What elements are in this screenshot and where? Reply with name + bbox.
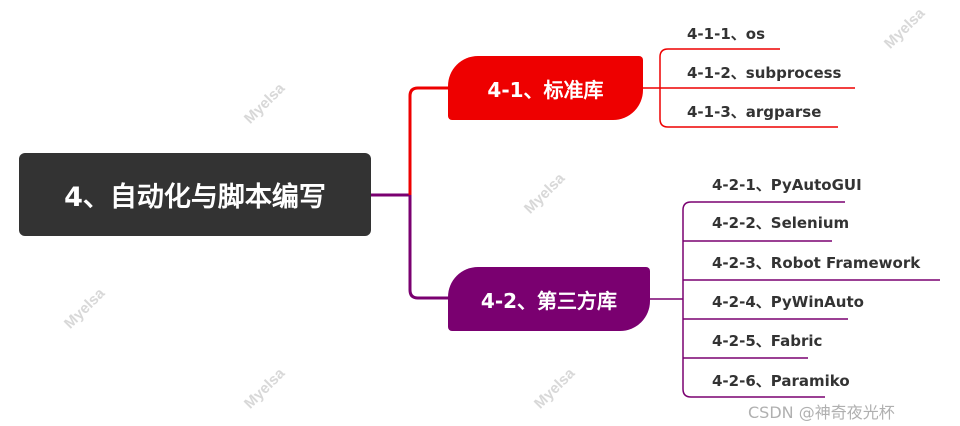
branch-node-standard-library[interactable]: 4-1、标准库 (448, 56, 643, 120)
credit-text: CSDN @神奇夜光杯 (748, 403, 895, 422)
leaf-node[interactable]: 4-1-1、os (687, 25, 765, 43)
leaf-node[interactable]: 4-1-2、subprocess (687, 64, 842, 82)
branch-node-third-party-library[interactable]: 4-2、第三方库 (448, 267, 650, 331)
leaf-node[interactable]: 4-2-3、Robot Framework (712, 254, 921, 272)
leaf-node[interactable]: 4-2-5、Fabric (712, 332, 823, 350)
root-node[interactable]: 4、自动化与脚本编写 (19, 153, 371, 236)
leaf-node[interactable]: 4-2-1、PyAutoGUI (712, 176, 862, 194)
leaf-node[interactable]: 4-2-2、Selenium (712, 214, 850, 232)
leaf-node[interactable]: 4-1-3、argparse (687, 103, 822, 121)
leaf-node[interactable]: 4-2-4、PyWinAuto (712, 293, 864, 311)
leaf-node[interactable]: 4-2-6、Paramiko (712, 372, 850, 390)
